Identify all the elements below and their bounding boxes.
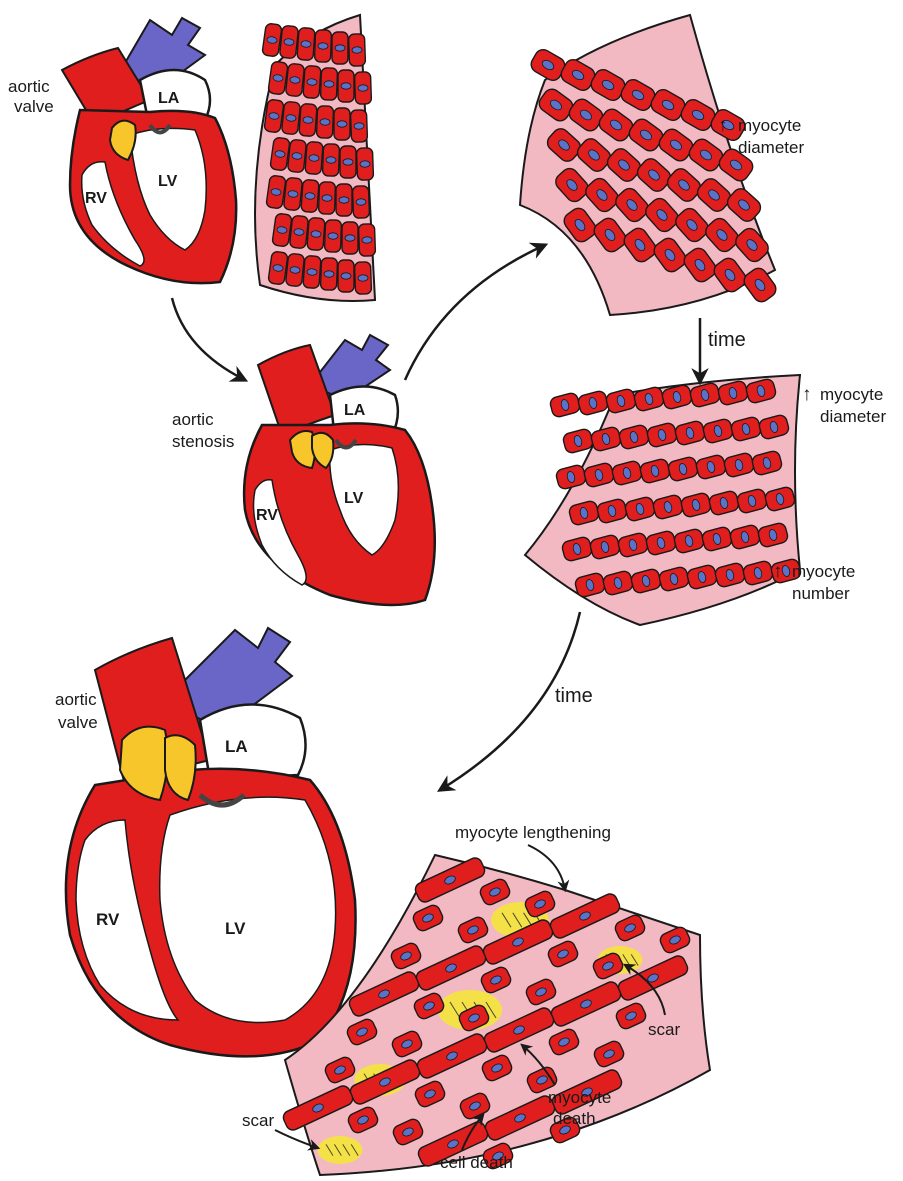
myocyte-cell [358, 224, 375, 257]
hyperplasia-up-arrow-2: ↑ [773, 561, 783, 582]
flow-arrow-stenosis-to-hypertrophy [405, 245, 545, 380]
time-label-2: time [555, 685, 593, 707]
stenosis-label-1: aortic [172, 410, 214, 429]
scar-left-label: scar [242, 1111, 274, 1130]
scar-right-label: scar [648, 1020, 680, 1039]
myocyte-cell [342, 222, 358, 254]
myocyte-cell [283, 177, 302, 210]
normal-tissue [255, 15, 376, 301]
myocyte-cell [324, 220, 341, 253]
scar-patch [318, 1136, 363, 1164]
hyperplasia-diameter-label-1: myocyte [820, 385, 883, 404]
time-label-1: time [708, 329, 746, 351]
myocyte-death-label-1: myocyte [548, 1088, 611, 1107]
hyperplasia-number-label-1: myocyte [792, 562, 855, 581]
myocyte-cell [322, 144, 339, 177]
hypertrophy-label-2: diameter [738, 138, 804, 157]
hypertrophy-tissue [520, 15, 779, 315]
myocyte-cell [303, 255, 321, 288]
myocyte-cell [338, 70, 354, 102]
stenosis-la-label: LA [344, 402, 366, 419]
myocyte-cell [285, 63, 304, 96]
hypertrophy-label-1: myocyte [738, 116, 801, 135]
stenosis-lv-label: LV [344, 490, 364, 507]
myocyte-cell [297, 27, 315, 60]
myocyte-cell [316, 106, 333, 139]
hypertrophy-up-arrow: ↑ [718, 115, 728, 136]
myocyte-cell [268, 61, 288, 95]
myocyte-cell [305, 141, 323, 174]
myocyte-cell [287, 139, 306, 172]
myocyte-cell [279, 25, 298, 58]
myocyte-cell [314, 30, 331, 63]
normal-lv-label: LV [158, 173, 178, 190]
hyperplasia-diameter-label-2: diameter [820, 407, 886, 426]
myocyte-cell [281, 101, 300, 134]
myocyte-cell [338, 260, 354, 292]
myocyte-cell [266, 175, 286, 209]
stenosis-rv-label: RV [256, 507, 278, 524]
myocyte-cell [285, 253, 304, 286]
failing-valve-label-1: aortic [55, 690, 97, 709]
myocyte-cell [336, 184, 352, 216]
myocyte-cell [549, 392, 581, 419]
myocyte-cell [340, 146, 356, 178]
hyperplasia-tissue [525, 375, 802, 625]
myocyte-cell [264, 99, 284, 133]
myocyte-cell [350, 110, 367, 143]
myocyte-cell [320, 258, 337, 291]
myocyte-cell [318, 182, 335, 215]
myocyte-cell [299, 103, 317, 136]
myocyte-cell [301, 179, 319, 212]
normal-valve-label-2: valve [14, 97, 54, 116]
myocyte-cell [303, 65, 321, 98]
myocyte-cell [562, 428, 594, 455]
failing-valve-label-2: valve [58, 713, 98, 732]
myocyte-cell [320, 68, 337, 101]
lengthening-label: myocyte lengthening [455, 823, 611, 842]
normal-heart [62, 18, 236, 283]
normal-rv-label: RV [85, 190, 107, 207]
myocyte-cell [356, 148, 373, 181]
myocyte-cell [354, 72, 371, 105]
failing-la-label: LA [225, 737, 248, 756]
myocyte-cell [332, 32, 348, 64]
myocyte-cell [262, 23, 282, 57]
myocyte-cell [307, 217, 325, 250]
myocyte-cell [268, 251, 288, 285]
normal-valve-label-1: aortic [8, 77, 50, 96]
normal-la-label: LA [158, 90, 180, 107]
myocyte-cell [289, 215, 308, 248]
myocyte-cell [334, 108, 350, 140]
cell-death-label: cell death [440, 1153, 513, 1172]
stenosis-label-2: stenosis [172, 432, 234, 451]
failing-rv-label: RV [96, 910, 120, 929]
failing-heart [66, 628, 356, 1056]
hyperplasia-number-label-2: number [792, 584, 850, 603]
myocyte-cell [272, 213, 292, 247]
myocyte-cell [577, 390, 609, 417]
myocyte-cell [348, 34, 365, 67]
myocyte-cell [352, 186, 369, 219]
myocyte-cell [270, 137, 290, 171]
hyperplasia-up-arrow-1: ↑ [802, 384, 812, 405]
myocyte-death-label-2: death [553, 1109, 596, 1128]
myocyte-cell [354, 262, 371, 295]
flow-arrow-normal-to-stenosis [172, 298, 245, 380]
failing-lv-label: LV [225, 919, 246, 938]
